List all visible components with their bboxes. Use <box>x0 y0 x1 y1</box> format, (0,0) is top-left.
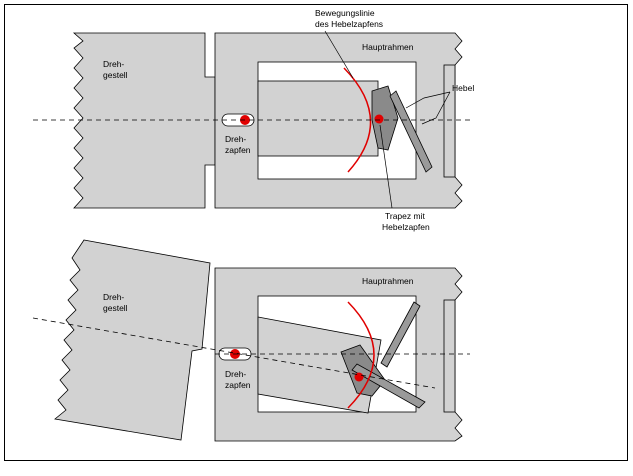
bottom-view: Hauptrahmen Dreh- gestell Dreh- zapfen <box>32 239 470 442</box>
label-drehgestell-bottom-2: gestell <box>103 303 128 313</box>
top-leader-trapez <box>379 124 393 209</box>
top-drehgestell <box>72 32 216 209</box>
top-trapez <box>371 85 399 151</box>
label-drehgestell-top-2: gestell <box>103 70 128 80</box>
bottom-right-rect <box>443 299 456 413</box>
top-right-rect <box>443 64 456 178</box>
label-trapez-2: Hebelzapfen <box>382 222 430 232</box>
label-hauptrahmen-bottom: Hauptrahmen <box>362 276 414 286</box>
label-bewegungslinie-2: des Hebelzapfens <box>315 19 383 29</box>
label-drehgestell-top-1: Dreh- <box>103 59 124 69</box>
label-drehzapfen-bottom-1: Dreh- <box>225 369 246 379</box>
label-drehzapfen-top-2: zapfen <box>225 145 251 155</box>
label-trapez-1: Trapez mit <box>385 211 425 221</box>
label-drehgestell-bottom-1: Dreh- <box>103 292 124 302</box>
bottom-drehgestell <box>54 239 211 441</box>
top-bogie-bar <box>257 80 379 157</box>
label-drehzapfen-bottom-2: zapfen <box>225 380 251 390</box>
top-hebelzapfen-dot <box>374 114 384 124</box>
bottom-bogie-bar <box>257 316 382 414</box>
label-hauptrahmen-top: Hauptrahmen <box>362 42 414 52</box>
top-leader-bewegungslinie <box>324 30 354 79</box>
top-view: Bewegungslinie des Hebelzapfens Hauptrah… <box>33 8 474 232</box>
top-leader-hebel-1 <box>405 91 451 109</box>
bottom-hebel-upper <box>380 301 421 368</box>
label-bewegungslinie-1: Bewegungslinie <box>315 8 375 18</box>
top-hebel <box>389 90 433 173</box>
label-hebel: Hebel <box>452 83 474 93</box>
label-drehzapfen-top-1: Dreh- <box>225 134 246 144</box>
top-drehzapfen-dot <box>240 115 250 125</box>
bottom-movement-curve <box>347 301 375 409</box>
top-leader-hebel-2 <box>421 91 451 125</box>
